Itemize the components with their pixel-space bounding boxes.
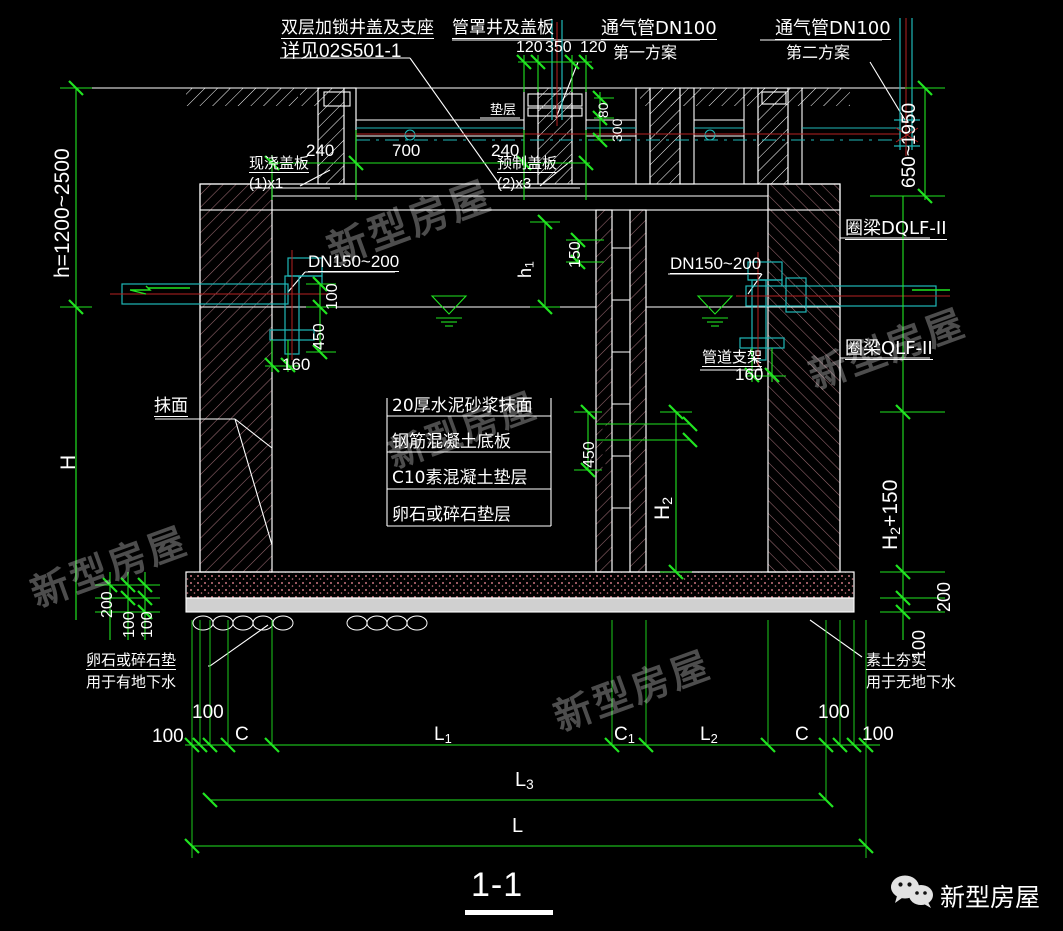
label-precast-code: (2)x3: [497, 175, 532, 192]
label-precast: 预制盖板: [497, 154, 558, 173]
label-manhole-cover-line1: 双层加锁井盖及支座: [281, 18, 434, 39]
center-note-4: 卵石或碎石垫层: [392, 505, 511, 525]
dim-bottom-100-d: 100: [862, 724, 894, 745]
dimension-lines: [60, 54, 950, 858]
pipe-geometry: [110, 18, 950, 366]
label-ring-beam-mid: 圈梁QLF-II: [845, 338, 933, 360]
center-note-2: 钢筋混凝土底板: [392, 432, 511, 452]
label-gravel-note-line2: 用于有地下水: [86, 673, 177, 691]
dim-bottom-L3: L3: [515, 769, 534, 792]
dim-H2-plus-150: H2+150: [879, 479, 905, 550]
dim-left-100a: 100: [121, 611, 138, 638]
label-compacted-note-line2: 用于无地下水: [866, 673, 957, 691]
label-compacted-note-line1: 素土夯实: [866, 651, 927, 670]
label-gravel-note-line1: 卵石或碎石垫: [86, 651, 177, 670]
dim-h1: h1: [515, 261, 537, 278]
label-ring-beam-top: 圈梁DQLF-II: [845, 218, 947, 240]
label-manhole-cover-line2: 详见02S501-1: [281, 41, 402, 62]
dim-vent-80: 80: [595, 102, 611, 118]
dim-right-200: 200: [934, 581, 954, 612]
dim-bottom-L2: L2: [700, 724, 718, 746]
dim-bottom-C-left: C: [235, 724, 249, 745]
dim-bottom-C1: C1: [614, 724, 635, 746]
dim-bottom-100-a: 100: [152, 726, 184, 747]
dim-inlet-160: 160: [282, 355, 311, 374]
label-vent-pipe-2-scheme: 第二方案: [786, 43, 851, 62]
wechat-account-name: 新型房屋: [940, 883, 1041, 912]
label-inlet-pipe: DN150~200: [308, 252, 400, 272]
dim-150: 150: [567, 241, 584, 268]
dim-top-350: 350: [545, 39, 572, 56]
label-vent-pipe-2: 通气管DN100: [775, 18, 891, 40]
dim-cover-right-240: 240: [491, 141, 520, 160]
dim-top-120a: 120: [516, 39, 543, 56]
dim-top-120b: 120: [580, 39, 607, 56]
label-cast-in-place-code: (1)x1: [249, 175, 284, 192]
dim-partition-inner: 450: [581, 441, 598, 468]
dim-H: H: [57, 454, 80, 470]
dim-H2: H2: [651, 496, 677, 520]
dim-inlet-450: 450: [311, 323, 328, 350]
label-cast-in-place: 现浇盖板: [249, 154, 310, 173]
label-plaster: 抹面: [154, 396, 188, 417]
label-outlet-pipe: DN150~200: [670, 254, 762, 274]
label-pipe-support: 管道支架: [702, 348, 763, 367]
dim-vent-300: 300: [609, 118, 625, 142]
title-underline: [465, 910, 553, 915]
dim-right-height: 650~1950: [899, 102, 920, 188]
wechat-icon: [891, 875, 933, 908]
label-vent-pipe-1: 通气管DN100: [601, 18, 717, 40]
section-title: 1-1: [471, 866, 524, 904]
dim-bottom-100-b: 100: [192, 702, 224, 723]
center-note-3: C10素混凝土垫层: [392, 468, 528, 488]
label-bedding-layer: 垫层: [490, 103, 517, 118]
dim-left-100b: 100: [139, 611, 156, 638]
dim-inlet-100: 100: [324, 283, 341, 310]
label-pipe-shaft: 管罩井及盖板: [452, 18, 554, 39]
dim-left-height: h=1200~2500: [51, 148, 74, 278]
dim-bottom-L: L: [512, 815, 524, 837]
dim-bottom-L1: L1: [434, 724, 452, 746]
dim-cover-span-700: 700: [392, 141, 421, 160]
dim-left-200: 200: [99, 591, 116, 618]
dim-bottom-C-right: C: [795, 724, 809, 745]
center-note-1: 20厚水泥砂浆抹面: [392, 396, 533, 416]
dim-bottom-100-c: 100: [818, 702, 850, 723]
dim-outlet-160: 160: [735, 365, 764, 384]
label-vent-pipe-1-scheme: 第一方案: [613, 43, 678, 62]
dim-cover-left-240: 240: [306, 141, 335, 160]
